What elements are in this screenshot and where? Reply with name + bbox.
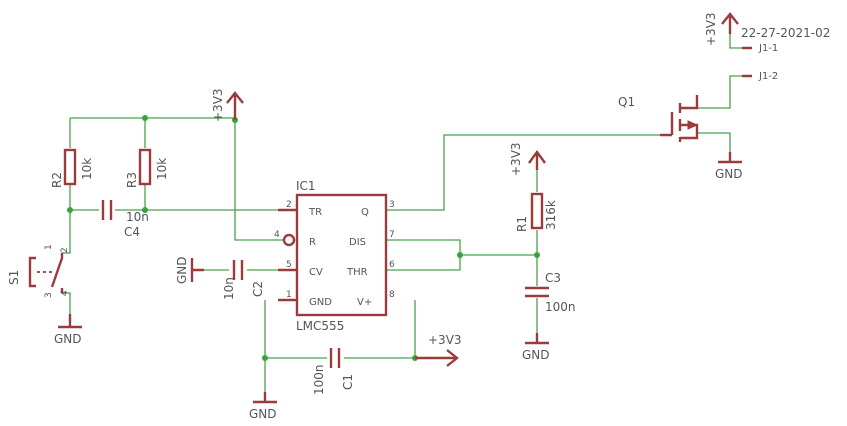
pin-label-dis: DIS bbox=[349, 237, 366, 248]
pin-label-r: R bbox=[309, 237, 316, 248]
pin-number: 7 bbox=[389, 230, 395, 240]
junction-dot bbox=[457, 252, 463, 258]
switch-pin-number: 1 bbox=[44, 244, 54, 250]
capacitor-c1: 100n C1 bbox=[312, 348, 355, 395]
ground-label: GND bbox=[715, 167, 743, 181]
pin-number: 6 bbox=[389, 260, 395, 270]
ground-label: GND bbox=[54, 332, 82, 346]
junctions bbox=[67, 115, 540, 361]
supply-label: +3V3 bbox=[509, 142, 523, 176]
pin-number: 8 bbox=[389, 290, 395, 300]
transistor-q1: Q1 bbox=[618, 95, 699, 142]
junction-dot bbox=[534, 252, 540, 258]
document-id: 22-27-2021-02 bbox=[741, 26, 830, 40]
ic1-lmc555: IC1 LMC555 TR R CV GND Q DIS THR V+ 2 4 … bbox=[274, 179, 395, 333]
supply-label: +3V3 bbox=[211, 88, 225, 122]
pin-number: 2 bbox=[286, 200, 292, 210]
capacitor-c4-name: C4 bbox=[124, 225, 140, 239]
junction-dot bbox=[142, 207, 148, 213]
ground-label: GND bbox=[522, 348, 550, 362]
switch-s1-name: S1 bbox=[7, 270, 21, 285]
capacitor-c2-name: C2 bbox=[251, 281, 265, 297]
switch-pin-number: 3 bbox=[44, 292, 54, 298]
transistor-q1-name: Q1 bbox=[618, 95, 635, 109]
supply-symbol-connector: +3V3 bbox=[704, 12, 739, 46]
capacitor-c3: C3 100n bbox=[525, 271, 576, 314]
resistor-r1-value: 316k bbox=[544, 200, 558, 230]
junction-dot bbox=[262, 355, 268, 361]
pin-number: 5 bbox=[286, 260, 292, 270]
resistor-r3-value: 10k bbox=[155, 158, 169, 180]
pin-label-q: Q bbox=[361, 207, 369, 218]
pin-label-gnd: GND bbox=[309, 297, 332, 308]
connector-pin2-label: J1-2 bbox=[758, 71, 778, 82]
ground-symbol-q1: GND bbox=[715, 152, 743, 181]
wires bbox=[62, 25, 742, 402]
resistor-r1-name: R1 bbox=[515, 216, 529, 232]
resistor-r1: R1 316k bbox=[515, 192, 558, 232]
capacitor-c1-name: C1 bbox=[341, 374, 355, 390]
pin-label-vplus: V+ bbox=[357, 297, 372, 308]
ground-symbol-c2: GND bbox=[175, 256, 204, 284]
junction-dot bbox=[142, 115, 148, 121]
capacitor-c3-name: C3 bbox=[545, 271, 561, 285]
capacitor-c4: 10n C4 bbox=[101, 200, 149, 239]
switch-pin-number: 2 bbox=[60, 247, 70, 253]
ic1-part: LMC555 bbox=[296, 319, 344, 333]
ground-symbol-s1: GND bbox=[54, 314, 82, 346]
resistor-r2-value: 10k bbox=[80, 158, 94, 180]
supply-label: +3V3 bbox=[428, 333, 462, 347]
supply-symbol-ic: +3V3 bbox=[211, 88, 244, 122]
pin-label-cv: CV bbox=[309, 267, 323, 278]
resistor-r3: R3 10k bbox=[125, 148, 169, 188]
resistor-r2: R2 10k bbox=[50, 148, 94, 188]
pin-number: 4 bbox=[274, 230, 280, 240]
supply-symbol-c1: +3V3 bbox=[415, 333, 462, 367]
supply-label: +3V3 bbox=[704, 12, 718, 46]
capacitor-c3-value: 100n bbox=[545, 300, 576, 314]
ground-symbol-ic: GND bbox=[249, 392, 277, 421]
resistor-r3-name: R3 bbox=[125, 172, 139, 188]
switch-s1: S1 1 2 3 4 bbox=[7, 244, 70, 298]
resistor-r2-name: R2 bbox=[50, 172, 64, 188]
ground-label: GND bbox=[175, 256, 189, 284]
ground-symbol-c3: GND bbox=[522, 333, 550, 362]
capacitor-c1-value: 100n bbox=[312, 364, 326, 395]
capacitor-c2: 10n C2 bbox=[222, 260, 265, 300]
connector-j1: J1-1 J1-2 bbox=[742, 43, 778, 82]
pin-number: 1 bbox=[286, 290, 292, 300]
junction-dot bbox=[67, 207, 73, 213]
pin-label-thr: THR bbox=[346, 267, 368, 278]
pin-label-tr: TR bbox=[308, 207, 322, 218]
switch-pin-number: 4 bbox=[60, 290, 70, 296]
supply-symbol-r1: +3V3 bbox=[509, 142, 546, 176]
ic1-name: IC1 bbox=[296, 179, 316, 193]
ground-label: GND bbox=[249, 407, 277, 421]
capacitor-c4-value: 10n bbox=[126, 210, 149, 224]
capacitor-c2-value: 10n bbox=[222, 277, 236, 300]
pin-number: 3 bbox=[389, 200, 395, 210]
connector-pin1-label: J1-1 bbox=[758, 43, 778, 54]
